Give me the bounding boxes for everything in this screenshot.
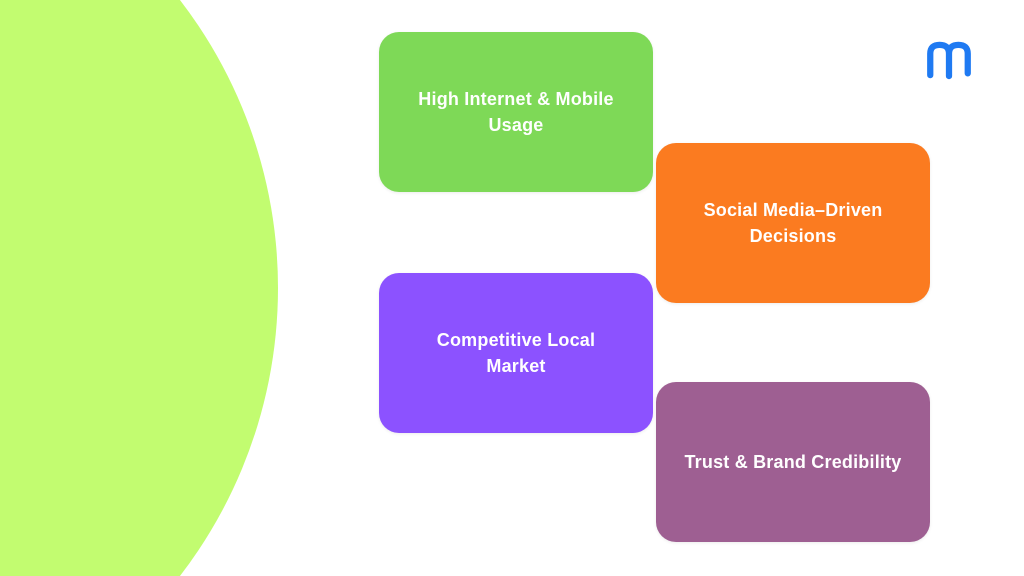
card-social-media-driven-decisions: Social Media–Driven Decisions	[656, 143, 930, 303]
card-label: High Internet & Mobile Usage	[418, 89, 614, 135]
decorative-circle	[0, 0, 278, 576]
brand-m-logo-icon	[927, 41, 971, 80]
card-label: Social Media–Driven Decisions	[703, 200, 883, 246]
card-competitive-local-market: Competitive Local Market	[379, 273, 653, 433]
card-high-internet-mobile-usage: High Internet & Mobile Usage	[379, 32, 653, 192]
card-label: Competitive Local Market	[436, 330, 596, 376]
card-label: Trust & Brand Credibility	[684, 452, 902, 472]
card-trust-brand-credibility: Trust & Brand Credibility	[656, 382, 930, 542]
